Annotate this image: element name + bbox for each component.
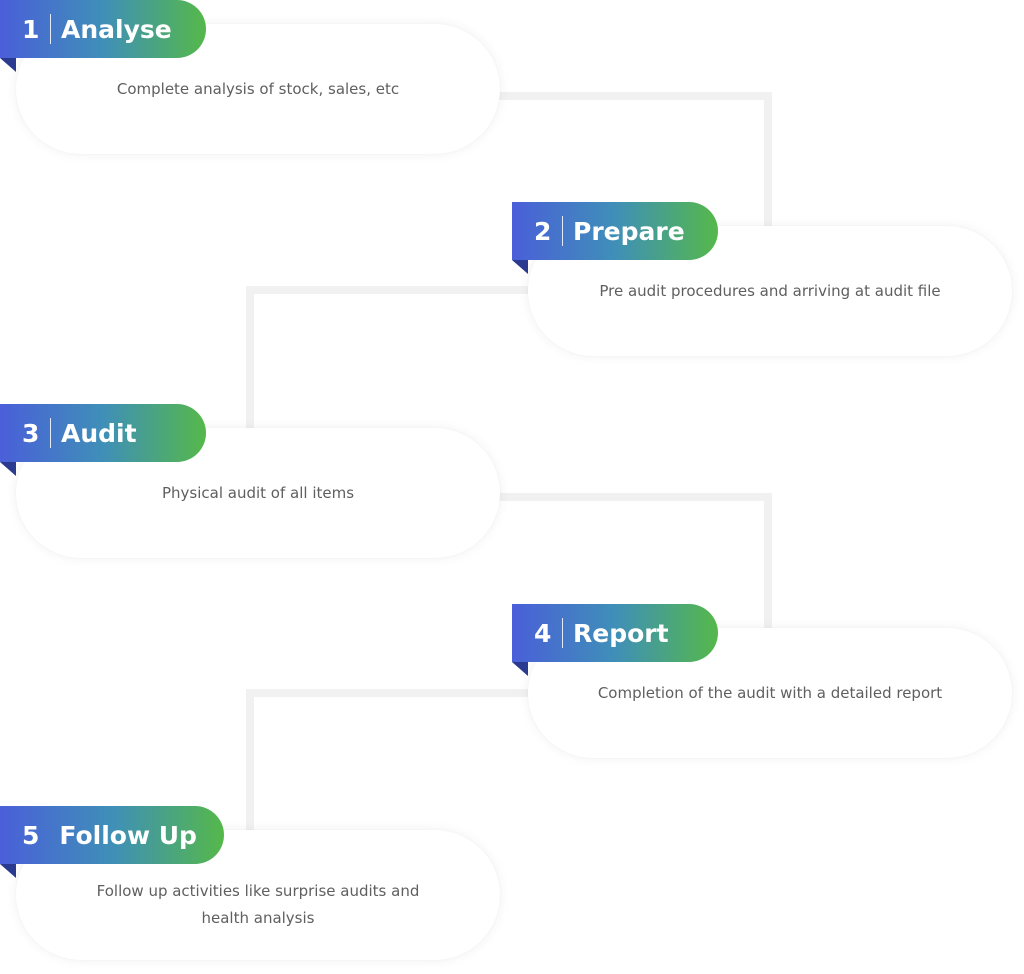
badge-separator xyxy=(50,418,51,448)
step-description: Physical audit of all items xyxy=(161,484,355,502)
step-number: 4 xyxy=(534,618,552,648)
step-number: 3 xyxy=(22,418,40,448)
connector-2-3 xyxy=(246,286,528,430)
step-number: 1 xyxy=(22,14,40,44)
step-description: Pre audit procedures and arriving at aud… xyxy=(599,282,941,300)
step-badge-1: 1 Analyse xyxy=(0,0,206,58)
step-title: Follow Up xyxy=(59,820,197,850)
step-badge-5: 5 Follow Up xyxy=(0,806,224,864)
step-badge-2: 2 Prepare xyxy=(512,202,718,260)
step-title: Audit xyxy=(61,418,137,448)
step-description: Complete analysis of stock, sales, etc xyxy=(116,80,400,98)
step-description: Completion of the audit with a detailed … xyxy=(597,684,943,702)
badge-separator xyxy=(562,618,563,648)
step-title: Analyse xyxy=(61,14,172,44)
badge-fold xyxy=(0,58,16,72)
badge-separator xyxy=(50,14,51,44)
step-number: 2 xyxy=(534,216,552,246)
badge-fold xyxy=(512,662,528,676)
badge-separator xyxy=(562,216,563,246)
step-badge-4: 4 Report xyxy=(512,604,718,662)
step-number: 5 xyxy=(22,820,40,850)
step-badge-3: 3 Audit xyxy=(0,404,206,462)
connector-4-5 xyxy=(246,689,528,832)
badge-fold xyxy=(0,864,16,878)
badge-fold xyxy=(0,462,16,476)
badge-fold xyxy=(512,260,528,274)
step-title: Report xyxy=(573,618,669,648)
step-title: Prepare xyxy=(573,216,685,246)
step-description: Follow up activities like surprise audit… xyxy=(96,882,420,927)
